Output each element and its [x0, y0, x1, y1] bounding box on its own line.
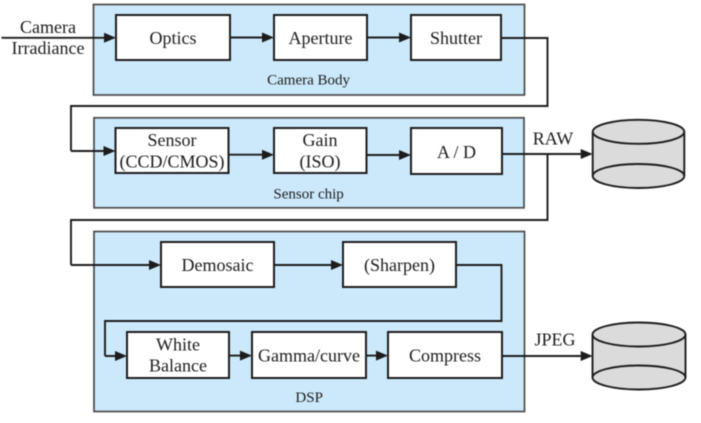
svg-text:Demosaic: Demosaic — [182, 255, 254, 275]
svg-text:(ISO): (ISO) — [300, 151, 341, 172]
svg-text:Gamma/curve: Gamma/curve — [258, 346, 360, 366]
svg-text:A / D: A / D — [437, 142, 476, 162]
svg-text:Shutter: Shutter — [430, 28, 482, 48]
svg-text:Sensor chip: Sensor chip — [273, 187, 343, 203]
svg-text:Camera: Camera — [20, 17, 76, 37]
svg-text:Compress: Compress — [409, 346, 481, 366]
svg-text:Balance: Balance — [149, 356, 207, 376]
svg-text:RAW: RAW — [533, 128, 574, 148]
svg-text:Camera Body: Camera Body — [267, 73, 350, 89]
svg-text:Sensor: Sensor — [148, 130, 197, 150]
svg-text:DSP: DSP — [295, 390, 323, 406]
svg-text:(Sharpen): (Sharpen) — [364, 255, 435, 276]
svg-text:JPEG: JPEG — [534, 330, 575, 350]
svg-text:Optics: Optics — [150, 28, 197, 48]
svg-text:Aperture: Aperture — [289, 28, 353, 48]
svg-text:White: White — [156, 334, 200, 354]
svg-text:(CCD/CMOS): (CCD/CMOS) — [119, 151, 224, 172]
svg-text:Irradiance: Irradiance — [12, 38, 85, 58]
svg-text:Gain: Gain — [303, 130, 338, 150]
